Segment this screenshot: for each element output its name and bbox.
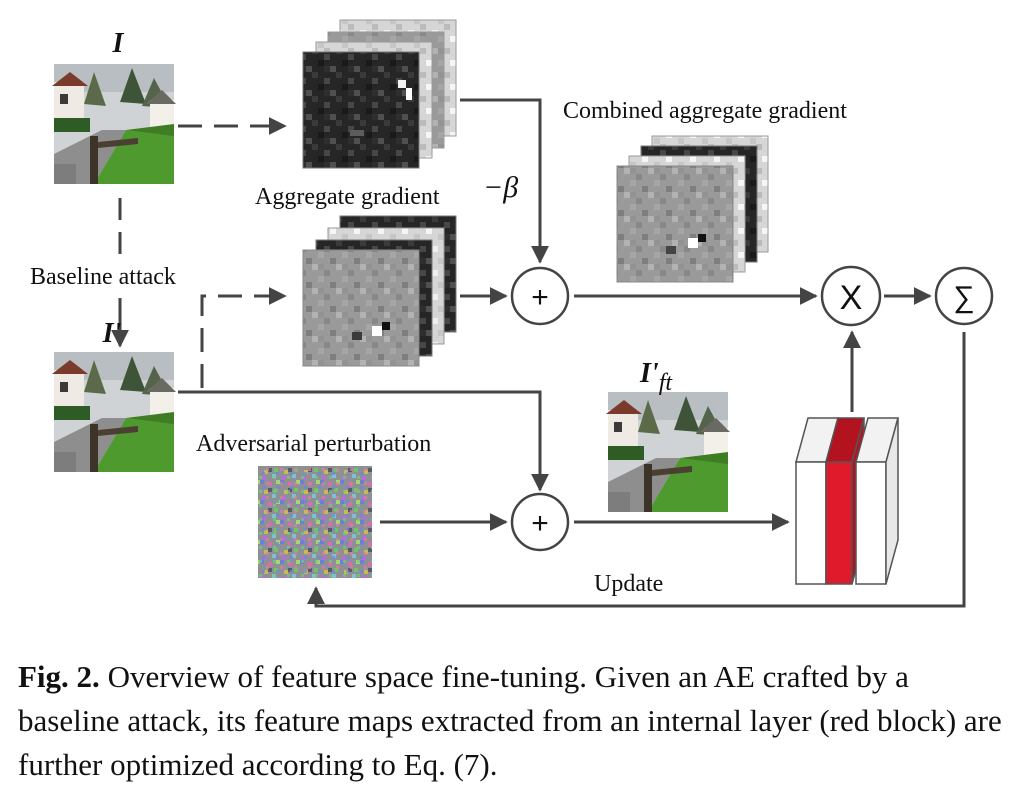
adversarial-perturbation-noise [258,466,372,578]
label-combined-aggregate-gradient: Combined aggregate gradient [563,98,847,124]
figure-caption: Fig. 2. Overview of feature space fine-t… [18,655,1013,787]
label-neg-beta: −β [483,171,518,204]
sum-operator: ∑ [934,266,994,326]
finetuned-ae-image [606,392,730,512]
aggregate-gradient-stack [302,19,457,169]
original-image [52,64,176,184]
plus-operator-top: + [510,266,570,326]
red-internal-layer [825,461,853,585]
label-adversarial-perturbation: Adversarial perturbation [196,431,431,457]
plus-operator-bottom: + [510,492,570,552]
baseline-ae-image [52,352,176,472]
arrow-ae-to-baseline-gradient [200,287,287,388]
baseline-gradient-stack [302,215,457,367]
caption-figure-label: Fig. 2. [18,659,100,694]
plus-symbol: + [531,281,549,314]
label-I-prime: I' [102,318,122,349]
fine-tuning-diagram: + X ∑ + I I' I'ft Aggregate gradient Com… [30,19,994,608]
label-baseline-attack: Baseline attack [30,264,176,290]
label-I: I [112,28,125,59]
combined-aggregate-gradient-stack [616,135,769,283]
network-layer-blocks [795,417,899,585]
caption-text: Overview of feature space fine-tuning. G… [18,659,1002,782]
arrow-update-loop [307,332,966,608]
arrow-aggregate-to-plus [460,98,549,264]
plus-symbol: + [531,507,549,540]
label-aggregate-gradient: Aggregate gradient [255,184,440,210]
sum-symbol: ∑ [953,281,974,314]
label-update: Update [594,571,663,597]
arrow-ae-to-plus-bottom [178,390,549,492]
multiply-symbol: X [840,279,863,317]
multiply-operator: X [820,265,882,327]
label-I-prime-ft: I'ft [639,358,673,396]
arrows [111,98,966,608]
